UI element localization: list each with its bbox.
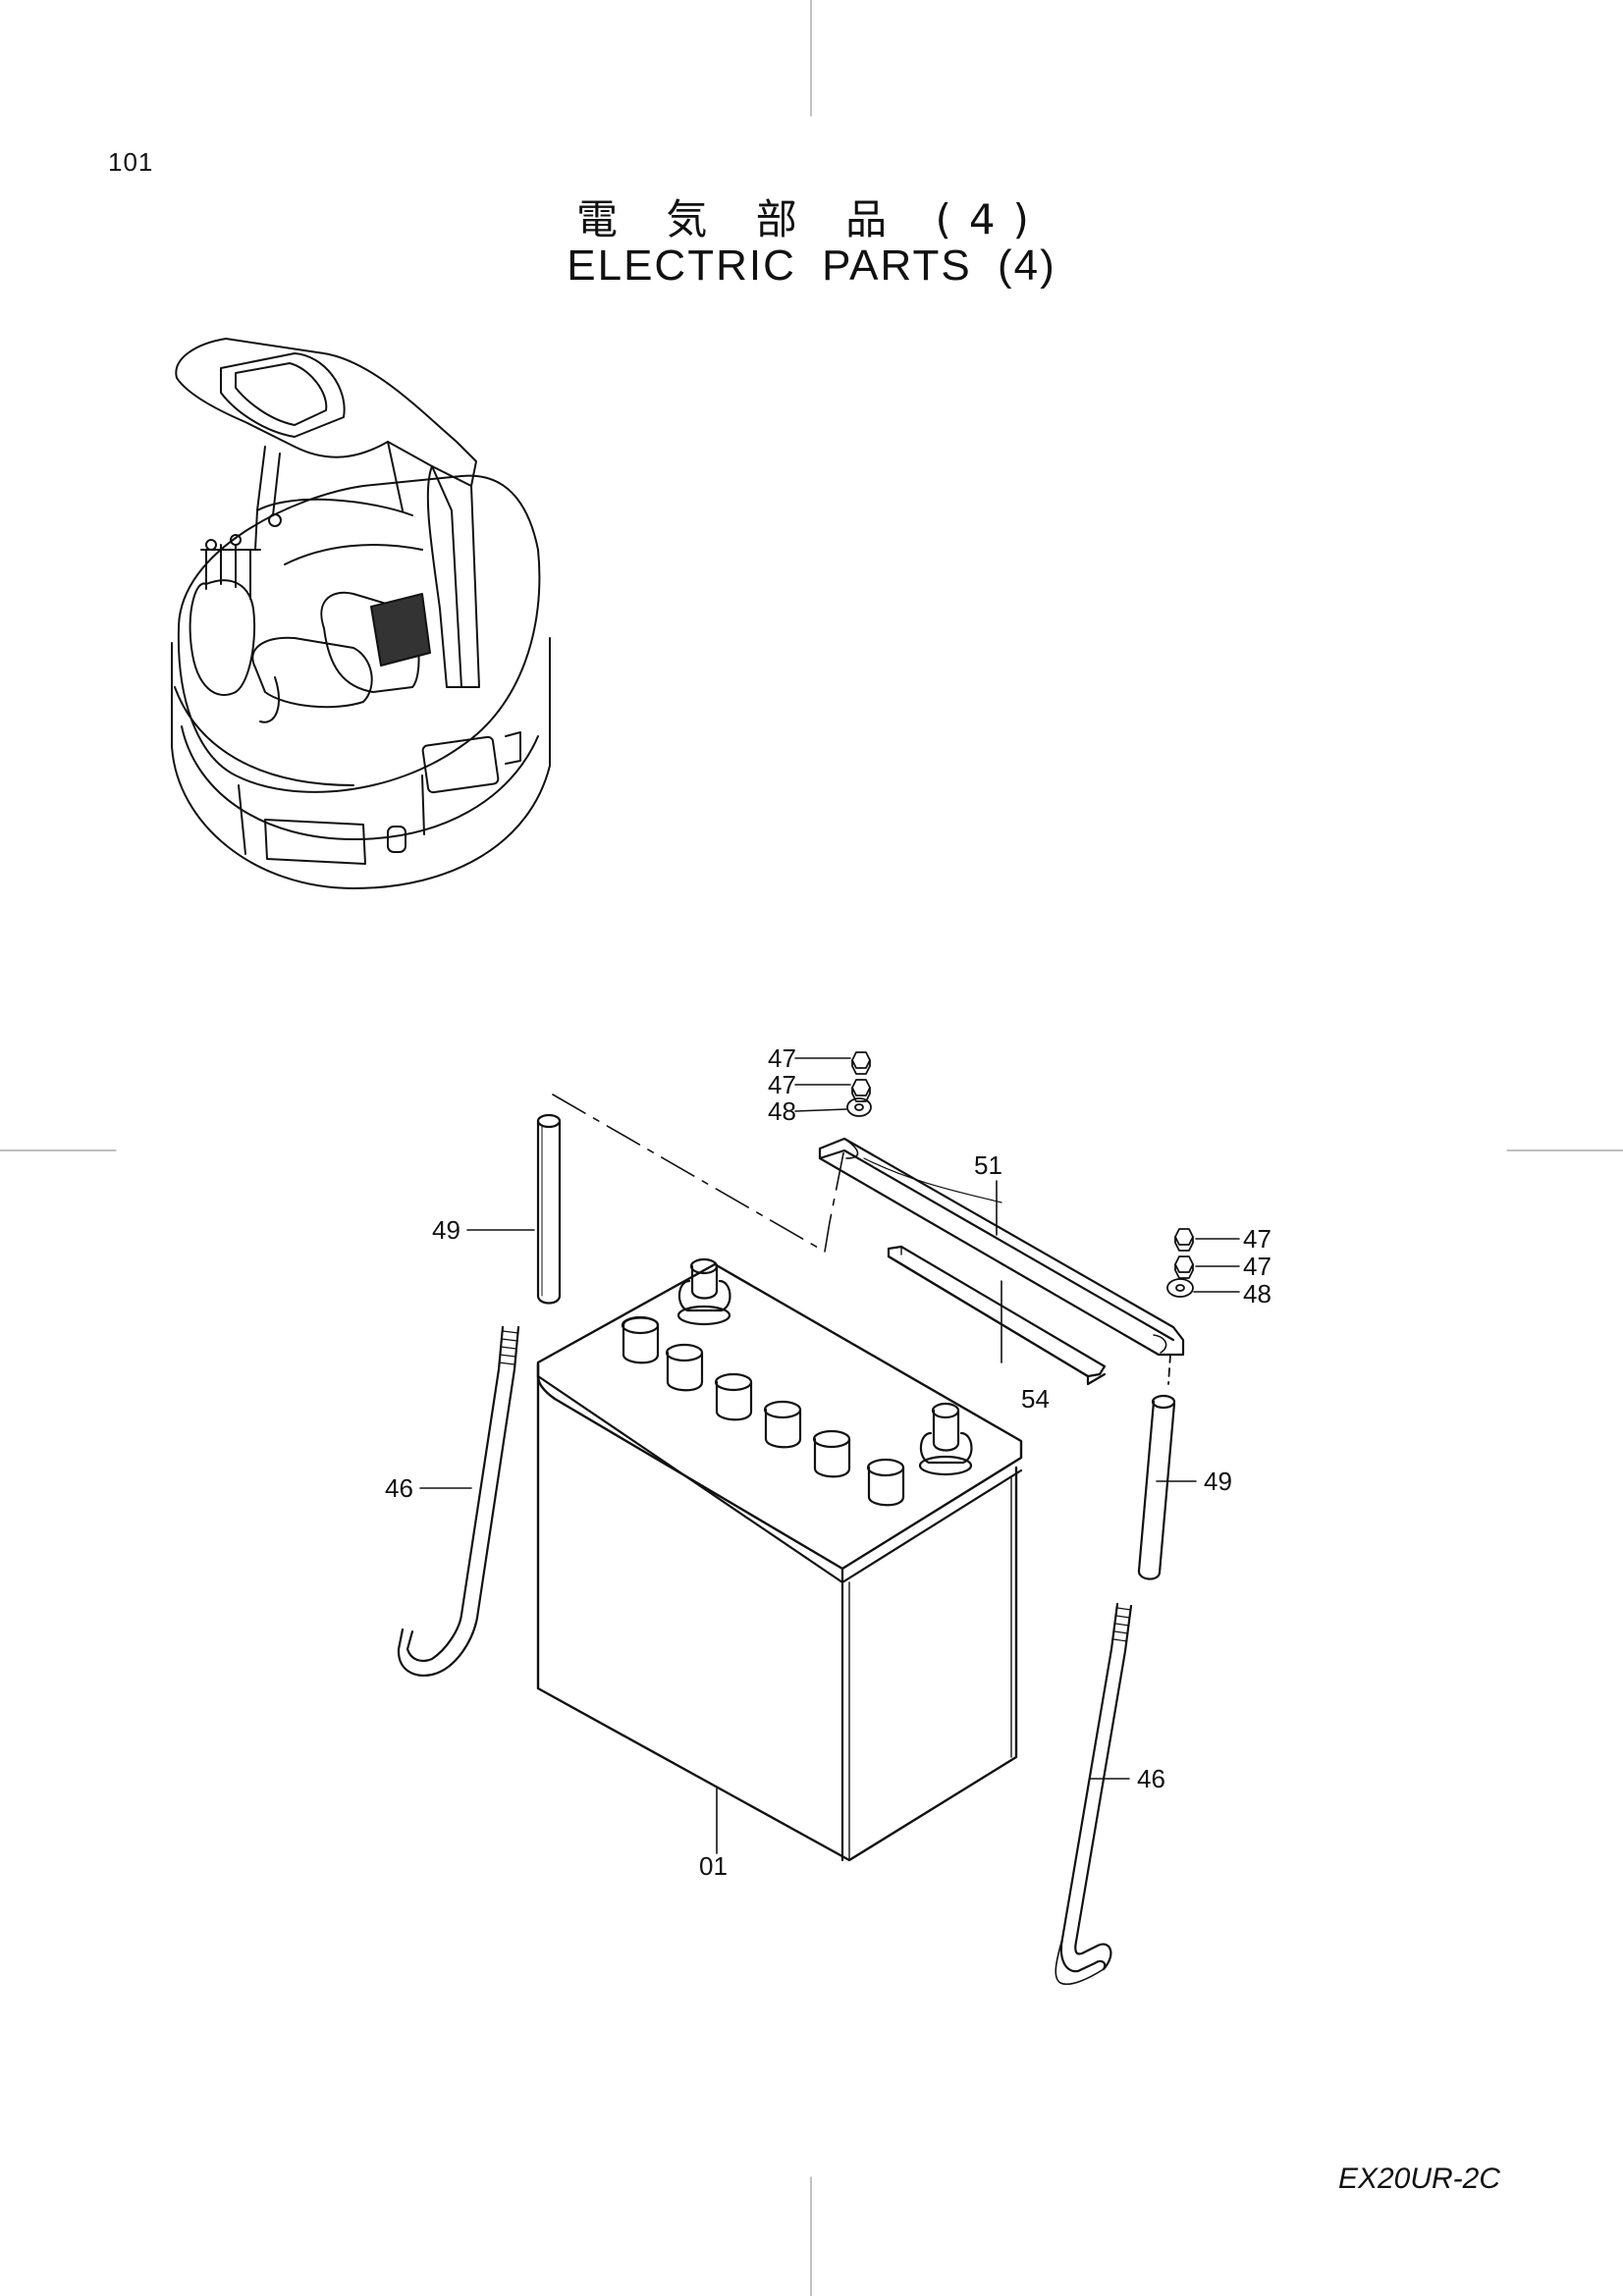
right-hook-bolt-assembly	[1055, 1394, 1176, 1986]
callout-47-right-a: 47	[1243, 1224, 1271, 1254]
page-number: 101	[108, 147, 154, 177]
callout-54-rubber-pad: 54	[1021, 1384, 1050, 1414]
right-hook-rod	[1059, 1647, 1113, 1973]
page-title-english: ELECTRIC PARTS (4)	[567, 241, 1056, 290]
callout-labels: 47 47 48 51 49 47 47 48 54 46 49 46 01	[385, 1043, 1271, 1881]
hold-down-bracket	[818, 1137, 1185, 1357]
callout-leaders	[419, 1057, 1240, 1854]
assembly-centerline	[552, 1094, 845, 1253]
callout-49-left-sleeve: 49	[432, 1215, 460, 1245]
callout-48-top-left: 48	[768, 1096, 796, 1126]
left-top-hardware	[846, 1051, 872, 1117]
right-top-hardware	[1166, 1228, 1194, 1385]
right-sleeve	[1137, 1400, 1176, 1580]
callout-47-right-b: 47	[1243, 1252, 1271, 1281]
right-threaded-end	[1109, 1602, 1133, 1653]
machine-locator-illustration	[171, 338, 551, 889]
left-hook-bolt-assembly	[397, 1113, 562, 1677]
callout-49-right-sleeve: 49	[1204, 1467, 1232, 1496]
callout-47-top-left-b: 47	[768, 1070, 796, 1099]
callout-48-right: 48	[1243, 1279, 1271, 1308]
rubber-pad	[887, 1245, 1107, 1386]
callout-46-right-hook-bolt: 46	[1137, 1764, 1165, 1793]
battery-terminal-negative	[918, 1402, 973, 1476]
page-title-japanese: 電 気 部 品 (4)	[576, 195, 1047, 243]
battery-terminal-positive	[676, 1257, 731, 1326]
left-hook-rod	[406, 1367, 501, 1663]
model-code: EX20UR-2C	[1337, 2163, 1500, 2195]
callout-47-top-left-a: 47	[768, 1043, 796, 1073]
battery-case	[536, 1362, 1018, 1862]
callout-46-left-hook-bolt: 46	[385, 1473, 413, 1503]
callout-01-battery: 01	[699, 1851, 728, 1881]
battery-lid	[536, 1262, 1023, 1571]
callout-51-bracket: 51	[974, 1150, 1002, 1180]
battery-assembly	[536, 1257, 1023, 1862]
battery-cell-caps	[621, 1315, 905, 1507]
left-sleeve	[536, 1119, 562, 1305]
